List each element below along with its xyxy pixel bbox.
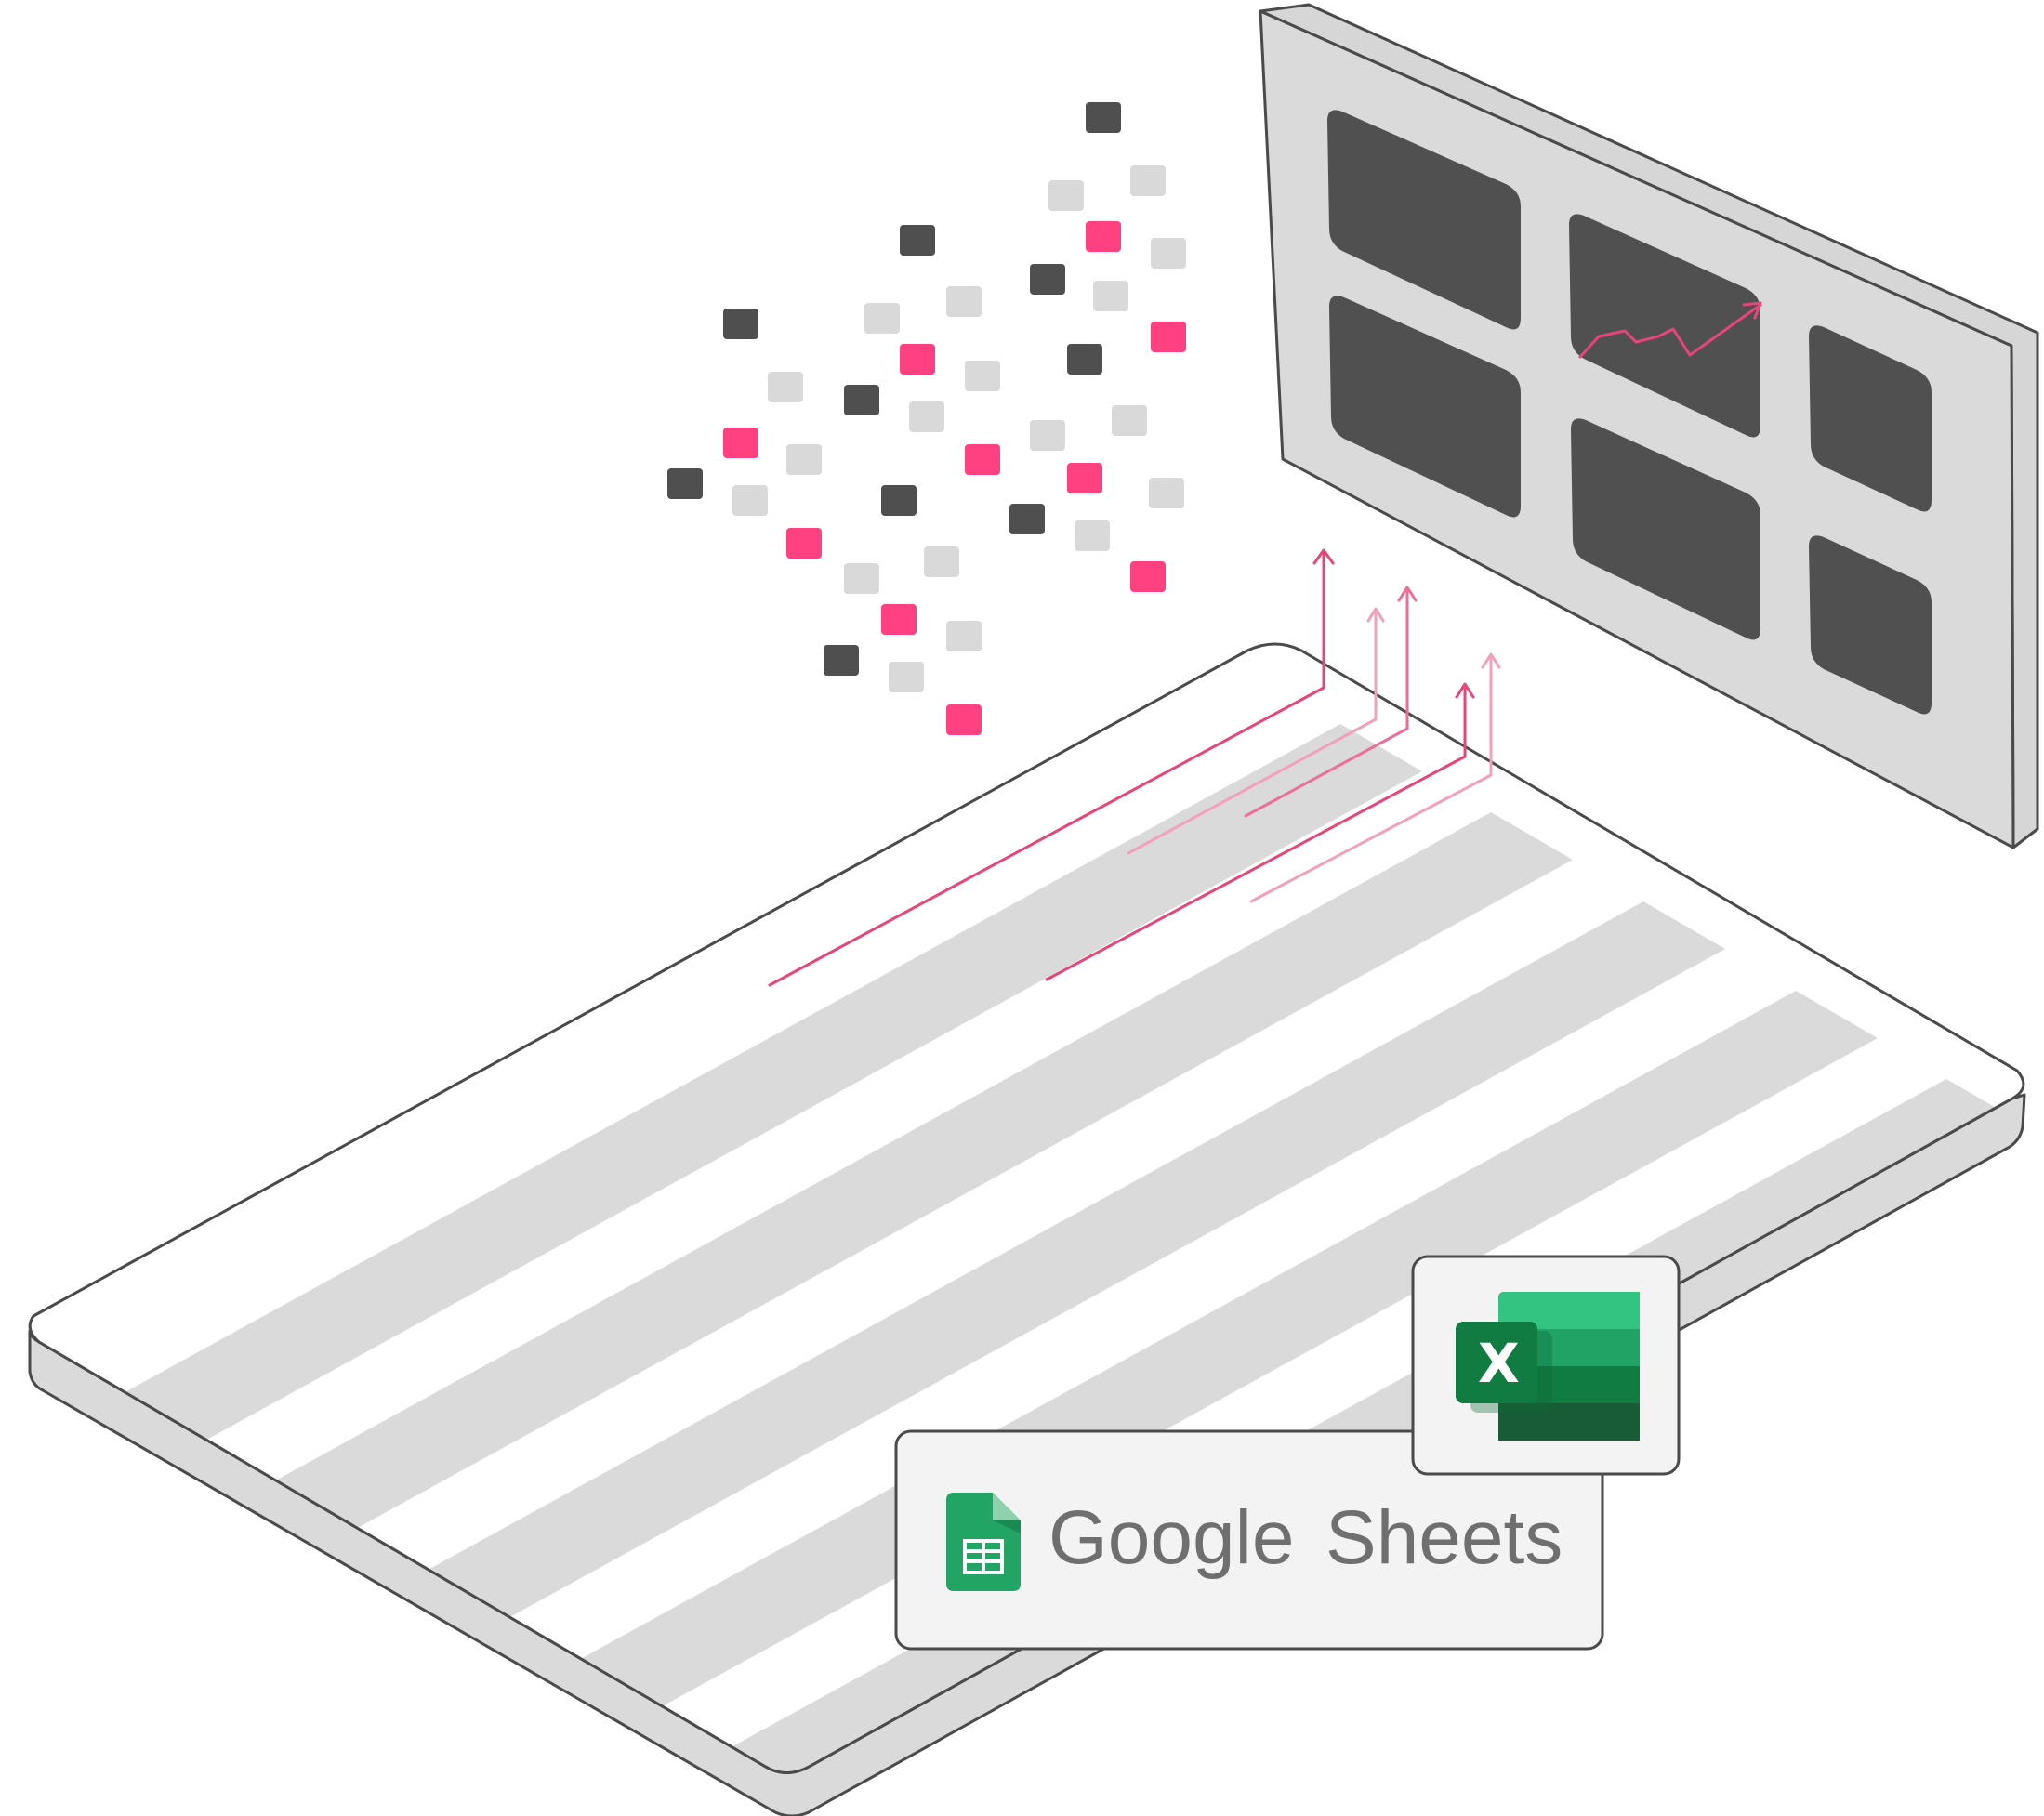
data-arrowhead-3: [1397, 586, 1418, 602]
google-sheets-badge: Google Sheets: [894, 1429, 1604, 1651]
data-block-accent: [965, 444, 1000, 475]
tray-outline: [28, 642, 2025, 1774]
data-block-light: [965, 361, 1000, 391]
data-block-light: [1151, 238, 1186, 269]
data-arrowhead-1: [1312, 548, 1335, 565]
data-block-light: [864, 303, 900, 334]
excel-badge: X: [1411, 1255, 1681, 1476]
data-block-light: [786, 444, 822, 475]
data-block-light: [1112, 405, 1147, 436]
data-arrowhead-2: [1366, 607, 1385, 623]
data-block-accent: [786, 528, 822, 559]
data-block-light: [924, 546, 959, 577]
data-arrowhead-5: [1481, 652, 1501, 669]
dashboard-widget: [1327, 110, 1521, 330]
data-block-accent: [881, 604, 917, 635]
data-block-accent: [1086, 221, 1121, 252]
data-blocks: [667, 102, 1186, 735]
dashboard-widget: [1809, 535, 1932, 715]
data-block-light: [768, 372, 803, 402]
google-wordmark: Google: [1048, 1495, 1294, 1580]
trend-line: [1578, 303, 1762, 359]
data-block-dark: [723, 309, 758, 339]
sheets-wordmark: Sheets: [1325, 1495, 1563, 1580]
data-flow-lines: [768, 548, 1501, 987]
data-block-light: [1130, 165, 1166, 196]
data-block-accent: [1130, 561, 1166, 592]
data-block-light: [946, 621, 982, 651]
dashboard-panel: [1259, 3, 2039, 849]
trend-arrowhead-icon: [1742, 301, 1762, 320]
data-arrowhead-4: [1455, 682, 1475, 699]
data-block-light: [732, 485, 768, 516]
data-block-accent: [1151, 322, 1186, 352]
data-block-dark: [1086, 102, 1121, 133]
dashboard-widget-chart: [1569, 214, 1760, 438]
data-block-dark: [824, 645, 859, 676]
google-sheets-icon: [946, 1493, 1021, 1591]
data-block-dark: [844, 385, 879, 415]
tray-top: [30, 644, 2024, 1773]
data-block-light: [1075, 520, 1110, 551]
dashboard-widget: [1809, 325, 1932, 512]
data-block-accent: [946, 704, 982, 735]
data-line-3: [1244, 587, 1409, 818]
data-block-dark: [881, 485, 917, 516]
excel-icon: X: [1456, 1292, 1640, 1441]
tray-stripe-3: [415, 901, 1725, 1625]
data-block-dark: [900, 225, 935, 256]
data-block-dark: [667, 468, 703, 499]
data-block-light: [1030, 420, 1065, 451]
data-block-light: [1149, 478, 1184, 508]
data-line-4: [1045, 684, 1467, 981]
data-block-accent: [1067, 463, 1102, 493]
data-block-dark: [1009, 504, 1045, 534]
excel-letter: X: [1478, 1332, 1520, 1395]
data-block-light: [889, 662, 924, 692]
data-block-accent: [723, 428, 758, 458]
tray-stripe-2: [262, 812, 1573, 1535]
data-line-1: [768, 550, 1325, 987]
data-block-light: [946, 286, 982, 317]
dashboard-widget: [1329, 296, 1521, 518]
data-block-dark: [1030, 264, 1065, 295]
data-block-light: [909, 401, 944, 432]
google-sheets-card: [894, 1429, 1604, 1651]
data-line-5: [1249, 654, 1493, 903]
tray-stripe-1: [112, 724, 1422, 1447]
dashboard-widget: [1571, 418, 1760, 640]
data-block-accent: [900, 344, 935, 375]
data-block-light: [1093, 281, 1128, 311]
data-block-light: [1048, 180, 1084, 211]
data-block-dark: [1067, 344, 1102, 375]
data-line-2: [1127, 608, 1378, 855]
data-block-light: [844, 563, 879, 594]
